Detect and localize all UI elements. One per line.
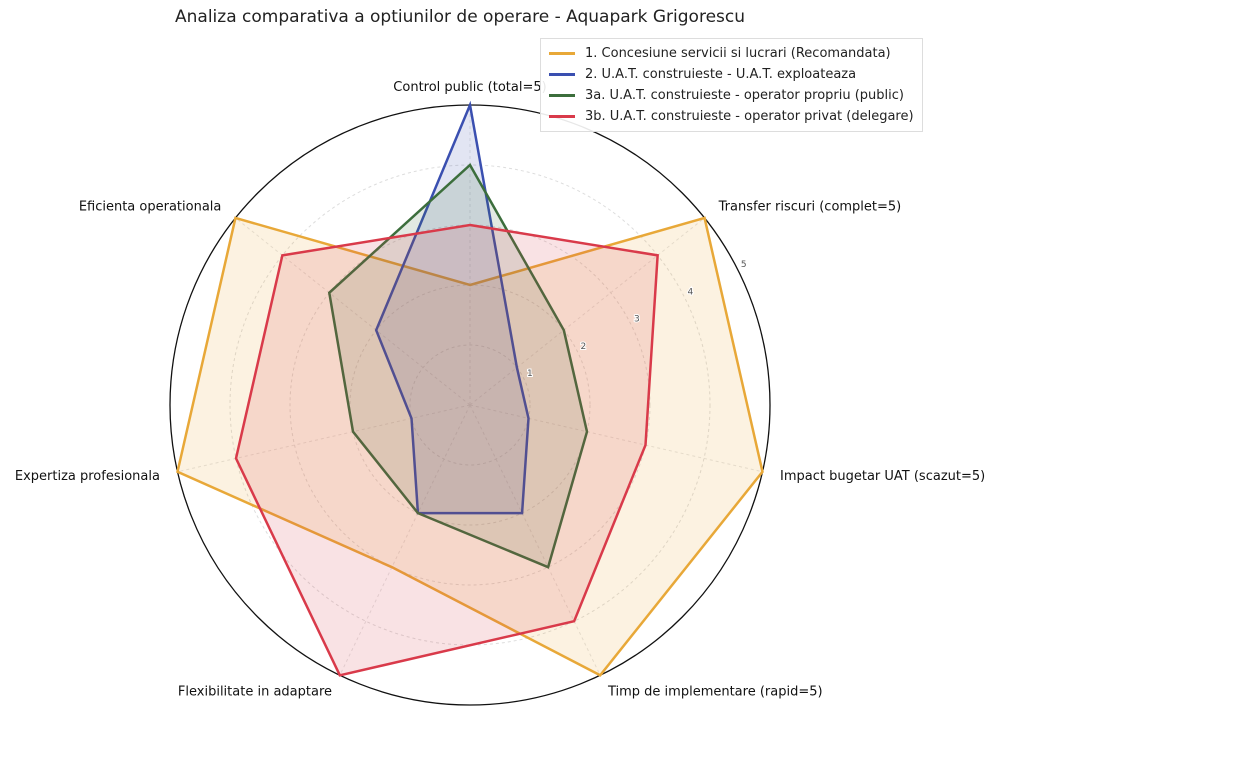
legend-label: 2. U.A.T. construieste - U.A.T. exploate… xyxy=(585,67,857,82)
legend-swatch xyxy=(549,115,575,118)
axis-label-layer: Control public (total=5) Transfer riscuri… xyxy=(15,80,985,700)
legend-swatch xyxy=(549,94,575,97)
r-tick-label: 3 xyxy=(634,315,640,325)
axis-label: Timp de implementare (rapid=5) xyxy=(607,685,823,700)
axis-label: Transfer riscuri (complet=5) xyxy=(718,200,902,215)
series-polygon xyxy=(374,100,530,515)
legend-label: 3a. U.A.T. construieste - operator propr… xyxy=(585,88,904,103)
series-layer xyxy=(176,100,764,677)
legend-label: 3b. U.A.T. construieste - operator priva… xyxy=(585,109,914,124)
spoke xyxy=(469,404,763,473)
tick-layer: 1 2 3 4 5 xyxy=(526,259,748,380)
r-tick-label: 4 xyxy=(687,287,693,297)
series-polygon xyxy=(327,163,589,569)
legend-item: 1. Concesiune servicii si lucrari (Recom… xyxy=(549,43,914,64)
chart-title: Analiza comparativa a optiunilor de oper… xyxy=(175,7,745,27)
legend-label: 1. Concesiune servicii si lucrari (Recom… xyxy=(585,46,891,61)
spoke xyxy=(235,217,471,406)
r-tick-label: 1 xyxy=(527,369,533,379)
r-tick-label: 2 xyxy=(581,342,587,352)
series-polygon xyxy=(234,223,659,677)
axis-label: Impact bugetar UAT (scazut=5) xyxy=(780,469,985,484)
series-polygon xyxy=(176,216,764,677)
legend-item: 3a. U.A.T. construieste - operator propr… xyxy=(549,85,914,106)
axis-label: Control public (total=5) xyxy=(393,80,546,95)
spoke xyxy=(177,404,471,473)
axis-label: Expertiza profesionala xyxy=(15,469,160,484)
legend-item: 3b. U.A.T. construieste - operator priva… xyxy=(549,106,914,127)
legend-item: 2. U.A.T. construieste - U.A.T. exploate… xyxy=(549,64,914,85)
axis-label: Eficienta operationala xyxy=(79,200,222,215)
legend-swatch xyxy=(549,73,575,76)
legend: 1. Concesiune servicii si lucrari (Recom… xyxy=(540,38,923,132)
legend-swatch xyxy=(549,52,575,55)
spoke xyxy=(469,404,601,676)
spoke xyxy=(339,404,471,676)
spoke xyxy=(469,217,705,406)
r-tick-label: 5 xyxy=(741,260,747,270)
axis-label: Flexibilitate in adaptare xyxy=(178,685,332,700)
